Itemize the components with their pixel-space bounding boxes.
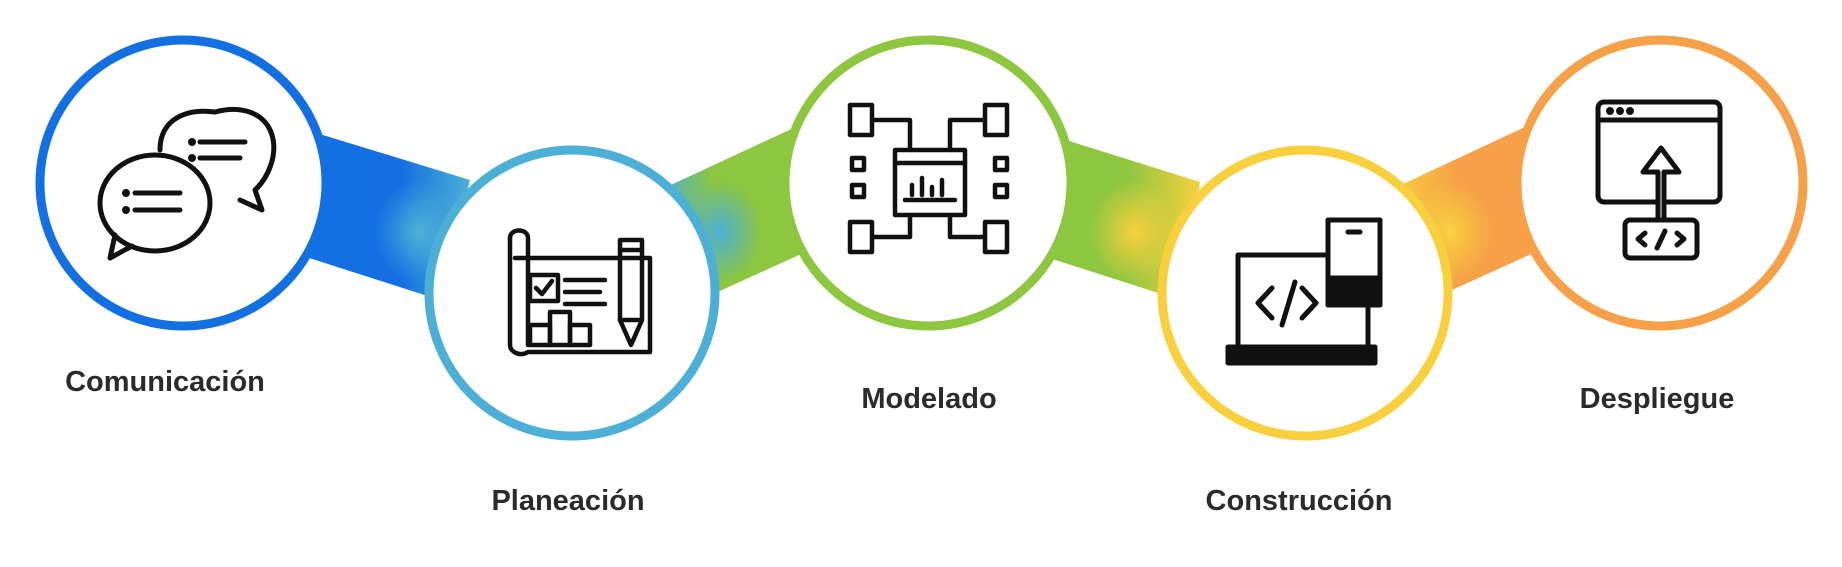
code-devices-icon [1225, 217, 1383, 366]
deploy-upload-icon [1595, 99, 1723, 261]
step-label-despliegue: Despliegue [1579, 383, 1735, 415]
step-label-modelado: Modelado [861, 383, 997, 415]
step-circle-comunicacion [35, 35, 331, 331]
blueprint-icon [507, 228, 653, 357]
step-label-comunicacion: Comunicación [65, 366, 265, 398]
step-circle-modelado [780, 35, 1076, 331]
step-label-planeacion: Planeación [491, 485, 645, 517]
data-model-icon [847, 102, 1010, 255]
step-label-construccion: Construcción [1205, 485, 1393, 517]
chat-bubbles-icon [97, 106, 277, 261]
